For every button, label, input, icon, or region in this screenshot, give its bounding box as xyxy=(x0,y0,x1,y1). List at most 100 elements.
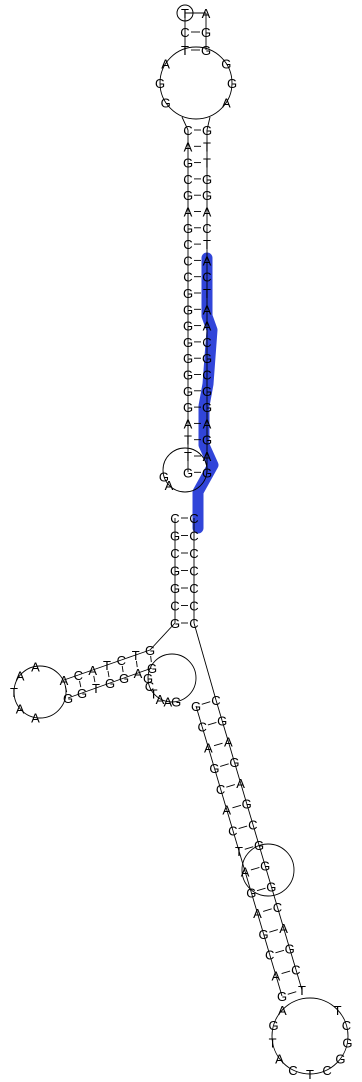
backbone xyxy=(135,649,151,656)
stem-nucleotide: T xyxy=(184,433,192,448)
backbone xyxy=(275,975,283,997)
hairpin-loop-nucleotide: A xyxy=(161,57,170,72)
terminal-loop-nucleotide: G xyxy=(342,1036,352,1051)
stem-nucleotide: G xyxy=(202,123,212,138)
interior-loop-nucleotide: G xyxy=(159,469,169,484)
backbone xyxy=(263,933,271,955)
nucleotide: T xyxy=(181,43,189,58)
backbone xyxy=(78,669,93,676)
backbone xyxy=(121,654,136,661)
stem-nucleotide: A xyxy=(203,253,212,268)
branch-nucleotide: G xyxy=(63,691,73,706)
branch-nucleotide: C xyxy=(228,823,237,838)
branch-nucleotide: A xyxy=(204,740,213,755)
stem-nucleotide: C xyxy=(183,253,192,268)
five-prime-nucleotide: T xyxy=(181,6,189,21)
basepair xyxy=(220,763,229,767)
branch-nucleotide: A xyxy=(253,906,262,921)
backbone xyxy=(270,886,278,908)
branch-nucleotide: G xyxy=(229,755,239,770)
branch-loop-nucleotide: A xyxy=(16,668,25,683)
stem-nucleotide: G xyxy=(183,286,193,301)
basepair xyxy=(244,846,254,850)
branch-loop xyxy=(13,665,67,719)
backbone xyxy=(123,672,139,679)
basepair xyxy=(232,804,242,809)
backbone xyxy=(201,726,209,748)
branch-nucleotide: A xyxy=(60,673,69,688)
stem-nucleotide: A xyxy=(203,205,212,220)
stem-nucleotide: A xyxy=(203,319,212,334)
branch-nucleotide: A xyxy=(222,803,231,818)
branch-nucleotide: T xyxy=(92,681,100,696)
backbone xyxy=(252,824,260,846)
backbone xyxy=(207,747,215,769)
branch-loop-nucleotide: A xyxy=(31,711,40,726)
backbone xyxy=(232,830,240,852)
branch-nucleotide: T xyxy=(103,658,111,673)
basepair-layer xyxy=(64,31,297,995)
basepair xyxy=(275,949,285,954)
stem-nucleotide: C xyxy=(202,335,211,350)
backbone xyxy=(276,907,285,928)
stem-nucleotide: C xyxy=(189,581,198,596)
branch-nucleotide: A xyxy=(224,734,233,749)
stem-nucleotide: G xyxy=(170,581,180,596)
multiloop-nucleotide: G xyxy=(143,671,153,686)
branch-nucleotide: T xyxy=(235,844,243,859)
branch-nucleotide: A xyxy=(134,666,143,681)
branch-nucleotide: A xyxy=(272,968,281,983)
backbone xyxy=(283,927,291,949)
branch-nucleotide: G xyxy=(242,797,252,812)
stem-nucleotide: C xyxy=(189,546,198,561)
backbone xyxy=(181,116,189,131)
basepair xyxy=(281,970,291,974)
stem-nucleotide: C xyxy=(189,511,198,526)
nucleotide: G xyxy=(201,25,211,40)
stem-nucleotide: G xyxy=(183,351,193,366)
backbone xyxy=(250,892,258,914)
branch-nucleotide: G xyxy=(254,838,264,853)
backbone xyxy=(95,682,111,689)
terminal-loop-nucleotide: C xyxy=(288,1063,297,1078)
terminal-loop-nucleotide: T xyxy=(334,1003,342,1018)
branch-nucleotide: G xyxy=(119,671,129,686)
backbone xyxy=(295,969,303,991)
branch-nucleotide: G xyxy=(259,927,269,942)
stem-nucleotide: G xyxy=(202,433,212,448)
internal-loop xyxy=(241,843,295,897)
stem-nucleotide: G xyxy=(183,319,193,334)
terminal-loop-nucleotide: A xyxy=(278,1003,287,1018)
stem-nucleotide: G xyxy=(183,188,193,203)
backbone xyxy=(213,768,222,789)
stem-nucleotide: G xyxy=(170,564,180,579)
stem-nucleotide: G xyxy=(202,188,212,203)
stem-nucleotide: G xyxy=(183,302,193,317)
basepair xyxy=(201,701,211,705)
multiloop-nucleotide: A xyxy=(163,695,172,710)
terminal-loop-nucleotide: G xyxy=(269,1018,279,1033)
branch-nucleotide: T xyxy=(298,983,306,998)
branch-loop-nucleotide: A xyxy=(31,659,40,674)
stem-nucleotide: C xyxy=(189,564,198,579)
stem-nucleotide: T xyxy=(203,286,211,301)
branch-nucleotide: G xyxy=(191,699,201,714)
stem-nucleotide: C xyxy=(170,599,179,614)
basepair xyxy=(287,991,297,995)
backbone xyxy=(269,954,277,976)
branch-nucleotide: G xyxy=(246,885,256,900)
backbone xyxy=(240,782,248,804)
terminal-hairpin-loop xyxy=(271,997,349,1075)
branch-loop-nucleotide: A xyxy=(16,702,25,717)
stem-nucleotide: C xyxy=(183,270,192,285)
stem-nucleotide: G xyxy=(202,351,212,366)
basepair xyxy=(135,660,138,668)
branch-nucleotide: G xyxy=(147,661,157,676)
backbone xyxy=(63,674,79,681)
stem-nucleotide: C xyxy=(189,599,198,614)
backbone xyxy=(109,677,125,684)
backbone-layer xyxy=(13,12,349,1075)
terminal-loop-nucleotide: T xyxy=(269,1036,277,1051)
nucleotide: G xyxy=(201,43,211,58)
backbone xyxy=(246,803,254,825)
